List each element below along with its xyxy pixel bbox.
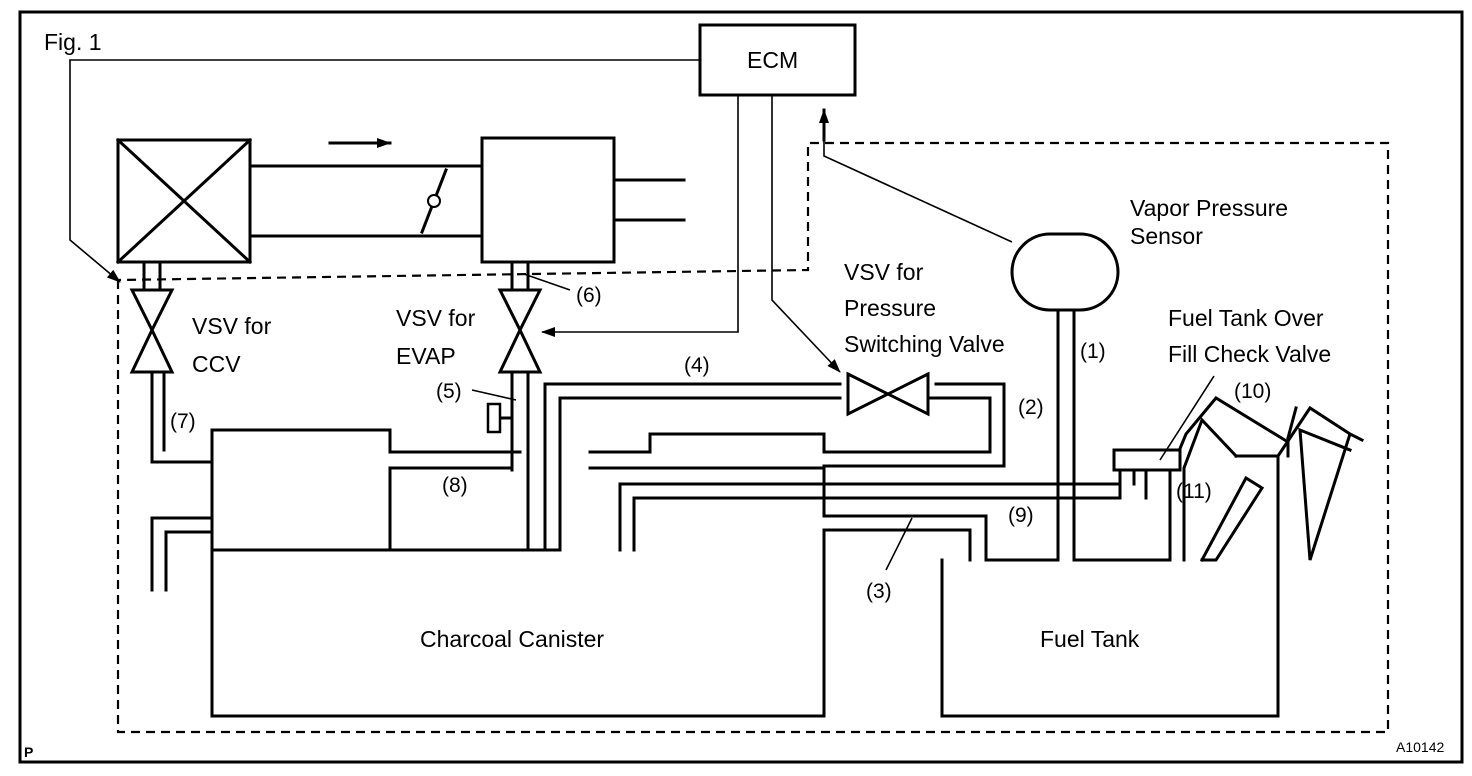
callout-4: (4)	[684, 354, 710, 377]
vsv-ccv	[129, 260, 175, 464]
ecm-label: ECM	[747, 47, 798, 73]
vsv-evap	[486, 260, 543, 552]
fig-label: Fig. 1	[44, 29, 102, 55]
callout-5: (5)	[436, 380, 462, 403]
callout-6: (6)	[576, 284, 602, 307]
vapor-pressure-sensor	[1010, 232, 1120, 312]
fuel-tank-label: Fuel Tank	[1040, 626, 1140, 652]
vapor-sensor-label-1: Vapor Pressure	[1130, 195, 1288, 221]
pressure-switching-valve	[846, 371, 930, 417]
callout-8: (8)	[442, 474, 468, 497]
callout-2: (2)	[1018, 396, 1044, 419]
intake-pipe	[248, 136, 686, 264]
callout-5-leader	[471, 389, 517, 401]
fill-check-valve	[1112, 448, 1182, 472]
callout-3-leader	[885, 517, 913, 571]
figure-code: A10142	[1396, 739, 1444, 755]
vsv-evap-label-1: VSV for	[396, 305, 476, 331]
check-valve-leader	[1159, 375, 1215, 461]
check-valve-label-2: Fill Check Valve	[1168, 341, 1331, 367]
ecm-to-evap-line	[541, 95, 739, 337]
callout-10: (10)	[1234, 380, 1271, 403]
charcoal-canister	[210, 382, 1122, 718]
vsv-ccv-label-2: CCV	[192, 351, 241, 377]
callout-3: (3)	[866, 580, 892, 603]
callout-7: (7)	[170, 410, 196, 433]
vsv-psv-label-3: Switching Valve	[844, 331, 1005, 357]
canister-label: Charcoal Canister	[420, 626, 604, 652]
callout-6-leader	[523, 273, 571, 291]
evap-boundary-dashed	[116, 141, 1390, 734]
throttle-valve	[420, 168, 448, 234]
corner-mark: P	[24, 744, 33, 760]
vsv-psv-label-2: Pressure	[844, 295, 936, 321]
vsv-psv-label-1: VSV for	[844, 259, 924, 285]
ecm-to-ccv-line	[69, 59, 700, 283]
callout-1: (1)	[1080, 340, 1106, 363]
ecm-to-psv-line	[771, 95, 841, 373]
check-valve-label-1: Fuel Tank Over	[1168, 305, 1324, 331]
callout-11: (11)	[1176, 480, 1212, 503]
sensor-to-ecm-line	[823, 140, 1013, 243]
vapor-sensor-label-2: Sensor	[1130, 223, 1203, 249]
vsv-evap-label-2: EVAP	[396, 343, 456, 369]
figure-border	[18, 10, 1464, 764]
fuel-tank	[940, 308, 1365, 718]
vsv-ccv-label-1: VSV for	[192, 313, 272, 339]
callout-9: (9)	[1008, 504, 1034, 527]
air-cleaner	[115, 137, 253, 265]
